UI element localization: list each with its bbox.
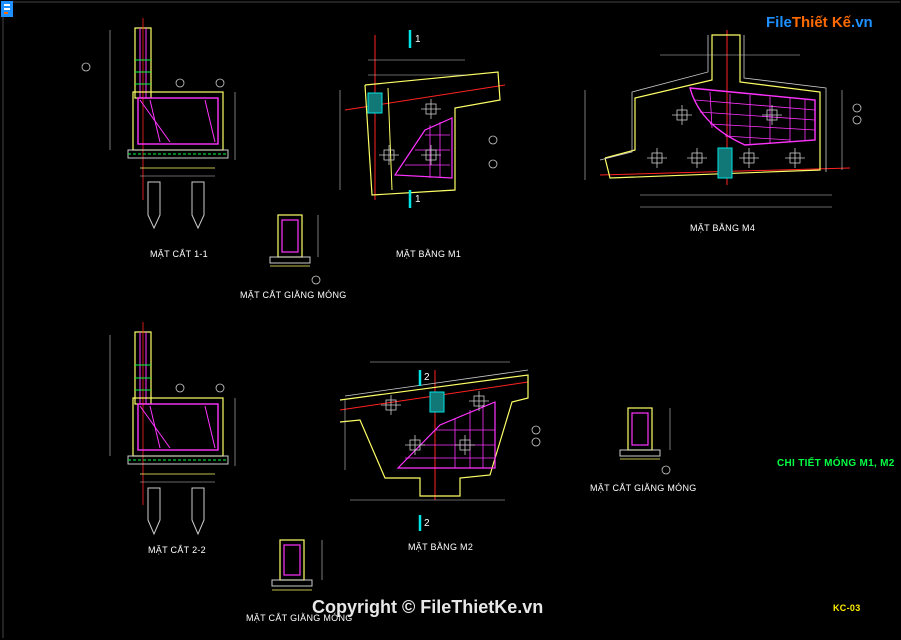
- brand-part-2: Thiết Kế: [791, 14, 852, 31]
- title-plan-m2: MẶT BẰNG M2: [408, 542, 474, 552]
- callout-1c: [175, 78, 185, 88]
- callout-m2-1: [531, 437, 541, 447]
- callout-1b: [215, 78, 225, 88]
- pile-markers-m4: [647, 105, 805, 168]
- beam-section-3-drawing: [619, 407, 671, 475]
- rebar-mesh-m1: [393, 117, 453, 179]
- sheet-code: KC-03: [833, 603, 861, 613]
- callout-m2-2: [531, 425, 541, 435]
- callout-m1-2: [488, 135, 498, 145]
- brand-part-3: .vn: [851, 14, 873, 31]
- title-beam-section-1: MẶT CẮT GIẰNG MÓNG: [240, 290, 347, 300]
- pile-1b: [191, 181, 205, 230]
- cut-mark-m2-bottom-label: 2: [424, 518, 430, 529]
- column-m1: [367, 92, 383, 114]
- callout-2b: [175, 383, 185, 393]
- callout-2a: [215, 383, 225, 393]
- callout-m4-1: [852, 103, 862, 113]
- beam-2-base: [271, 579, 313, 587]
- footing-rebar-diag-1c: [204, 99, 216, 143]
- footing-m1-outline: [364, 71, 501, 196]
- column-m2: [429, 391, 445, 413]
- pile-1a: [147, 181, 161, 230]
- footing-m2-outline: [339, 374, 529, 497]
- plan-m4-drawing: [584, 30, 862, 208]
- footing-m4-outer-edge: [599, 35, 709, 161]
- title-beam-section-3: MẶT CẮT GIẰNG MÓNG: [590, 483, 697, 493]
- rebar-mesh-m4: [689, 87, 816, 146]
- beam-3-callout: [661, 465, 671, 475]
- plan-m2-drawing: [339, 361, 541, 531]
- brand-logo-icon: [1, 1, 13, 17]
- title-beam-section-2: MẶT CẮT GIẰNG MÓNG: [246, 613, 353, 623]
- callout-m4-2: [852, 115, 862, 125]
- cut-mark-m2-top-label: 2: [424, 372, 430, 383]
- cut-mark-m1-top-label: 1: [415, 34, 421, 45]
- beam-3-base: [619, 449, 661, 457]
- title-section-1-1: MẶT CẮT 1-1: [150, 249, 208, 259]
- title-plan-m1: MẶT BẰNG M1: [396, 249, 462, 259]
- section-2-2-drawing: [109, 322, 236, 536]
- footing-rebar-diag-2c: [204, 405, 216, 449]
- pile-markers-m2: [381, 391, 489, 455]
- pile-markers-m1: [379, 99, 441, 165]
- footing-rebar-cage-1: [137, 97, 219, 145]
- title-plan-m4: MẶT BẰNG M4: [690, 223, 756, 233]
- pile-2b: [191, 487, 205, 536]
- footing-m2-edge: [344, 369, 529, 397]
- beam-1-stirrup: [281, 219, 299, 253]
- beam-section-2-drawing: [271, 539, 323, 591]
- beam-section-1-drawing: [269, 214, 321, 285]
- plan-m1-drawing: [339, 30, 506, 208]
- footing-m4-outline: [604, 34, 821, 179]
- sheet-title: CHI TIẾT MÓNG M1, M2: [777, 458, 895, 469]
- callout-1a: [81, 62, 91, 72]
- copyright-watermark: Copyright © FileThietKe.vn: [312, 597, 544, 617]
- footing-rebar-diag-2b: [149, 405, 161, 449]
- footing-m1-inner: [387, 87, 393, 191]
- beam-1-callout: [311, 275, 321, 285]
- pile-2a: [147, 487, 161, 536]
- footing-rebar-cage-2: [137, 403, 219, 451]
- brand-part-1: File: [766, 14, 792, 31]
- rebar-mesh-m4-grid: [694, 91, 816, 144]
- rebar-mesh-m2: [396, 401, 496, 469]
- callout-m1-1: [488, 159, 498, 169]
- footing-rebar-diag-1b: [149, 99, 161, 143]
- title-section-2-2: MẶT CẮT 2-2: [148, 545, 206, 555]
- beam-2-stirrup: [283, 544, 301, 576]
- footing-m4-outer-edge-right: [743, 35, 827, 172]
- section-1-1-drawing: [81, 18, 236, 230]
- column-m4: [717, 147, 733, 179]
- beam-1-base: [269, 256, 311, 264]
- brand-logo-text: FileThiết Kế.vn: [766, 14, 873, 31]
- beam-3-stirrup: [631, 412, 649, 446]
- cut-mark-m1-bottom-label: 1: [415, 194, 421, 205]
